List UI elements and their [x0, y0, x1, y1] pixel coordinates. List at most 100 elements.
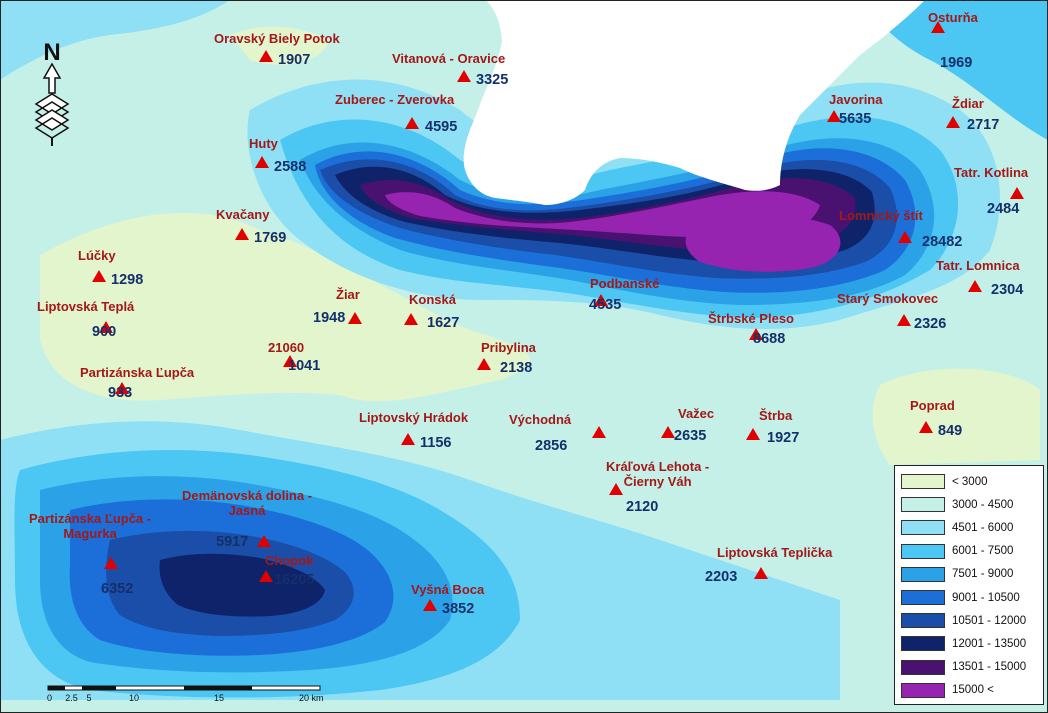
triangle-marker-icon: [946, 116, 960, 128]
legend-swatch: [901, 497, 945, 513]
station-value: 8688: [753, 331, 786, 347]
scale-tick-label: 10: [129, 693, 140, 703]
triangle-marker-icon: [404, 313, 418, 325]
station-name: Konská: [409, 292, 456, 307]
triangle-marker-icon: [92, 270, 106, 282]
triangle-marker-icon: [99, 321, 113, 333]
station-value: 5635: [839, 111, 872, 127]
station-name: Chopok: [265, 553, 314, 568]
station-value: 1627: [427, 315, 460, 331]
station-value: 2856: [535, 438, 568, 454]
triangle-marker-icon: [259, 50, 273, 62]
legend-swatch: [901, 613, 945, 629]
station-value: 1969: [940, 55, 973, 71]
station-value: 1298: [111, 272, 144, 288]
triangle-marker-icon: [749, 328, 763, 340]
legend-item: 13501 - 15000: [901, 656, 1037, 679]
station-value: 933: [108, 385, 133, 401]
triangle-marker-icon: [754, 567, 768, 579]
triangle-marker-icon: [423, 599, 437, 611]
station-name: Podbanské: [590, 276, 660, 291]
triangle-marker-icon: [1010, 187, 1024, 199]
triangle-marker-icon: [283, 355, 297, 367]
legend-label: 3000 - 4500: [952, 498, 1014, 511]
legend-swatch: [901, 636, 945, 652]
triangle-marker-icon: [746, 428, 760, 440]
triangle-marker-icon: [827, 110, 841, 122]
station-value: 1907: [278, 52, 311, 68]
triangle-marker-icon: [609, 483, 623, 495]
station-value: 5917: [216, 534, 249, 550]
legend-label: 15000 <: [952, 684, 994, 697]
legend-swatch: [901, 474, 945, 490]
legend-item: 9001 - 10500: [901, 586, 1037, 609]
station-name: Vyšná Boca: [411, 582, 485, 597]
legend-item: 6001 - 7500: [901, 540, 1037, 563]
station-name: Poprad: [910, 398, 955, 413]
station-value: 2304: [991, 282, 1024, 298]
station-value: 1769: [254, 230, 287, 246]
station-name: Tatr. Lomnica: [936, 258, 1020, 273]
scale-tick-label: 15: [214, 693, 225, 703]
legend-label: 7501 - 9000: [952, 568, 1014, 581]
station-name: Demänovská dolina -Jasná: [182, 488, 313, 518]
triangle-marker-icon: [897, 314, 911, 326]
legend-swatch: [901, 520, 945, 536]
station-name: Štrba: [759, 408, 793, 423]
station-name: Partizánska Ľupča: [80, 365, 195, 380]
legend-label: 4501 - 6000: [952, 521, 1014, 534]
station-name: Východná: [509, 412, 572, 427]
station-value: 900: [92, 324, 117, 340]
station-name: Javorina: [829, 92, 883, 107]
station-name: Važec: [678, 406, 715, 421]
legend-swatch: [901, 543, 945, 559]
legend-label: 9001 - 10500: [952, 591, 1020, 604]
station-value: 2326: [914, 316, 947, 332]
station-value: 849: [938, 423, 963, 439]
station-name: Žiar: [336, 287, 360, 302]
station-name: Liptovská Teplá: [37, 299, 135, 314]
triangle-marker-icon: [594, 294, 608, 306]
triangle-marker-icon: [348, 312, 362, 324]
station-value: 4595: [425, 119, 458, 135]
legend-item: 12001 - 13500: [901, 632, 1037, 655]
station-value: 2484: [987, 201, 1020, 217]
triangle-marker-icon: [257, 535, 271, 547]
triangle-marker-icon: [661, 426, 675, 438]
triangle-marker-icon: [592, 426, 606, 438]
legend-item: 4501 - 6000: [901, 516, 1037, 539]
legend-swatch: [901, 590, 945, 606]
station-name: Lomnický štít: [839, 208, 923, 223]
legend-swatch: [901, 566, 945, 582]
legend-label: 10501 - 12000: [952, 614, 1027, 627]
triangle-marker-icon: [259, 570, 273, 582]
station-name: Oravský Biely Potok: [214, 31, 340, 46]
station-name: Liptovská Teplička: [717, 545, 833, 560]
station-name: Liptovský Hrádok: [359, 410, 469, 425]
triangle-marker-icon: [968, 280, 982, 292]
triangle-marker-icon: [919, 421, 933, 433]
station-value: 1156: [420, 435, 452, 451]
scale-tick-label: 20 km: [299, 693, 324, 703]
triangle-marker-icon: [104, 557, 118, 569]
station-value: 2120: [626, 499, 659, 515]
legend-label: 6001 - 7500: [952, 545, 1014, 558]
legend-item: 3000 - 4500: [901, 493, 1037, 516]
station-value: 1041: [288, 358, 321, 374]
triangle-marker-icon: [898, 231, 912, 243]
triangle-marker-icon: [457, 70, 471, 82]
north-arrow: N: [30, 38, 74, 153]
triangle-marker-icon: [115, 382, 129, 394]
legend-swatch: [901, 682, 945, 698]
triangle-marker-icon: [235, 228, 249, 240]
station-name: Ždiar: [952, 96, 984, 111]
triangle-marker-icon: [405, 117, 419, 129]
station-name: Tatr. Kotlina: [954, 165, 1029, 180]
station-value: 3852: [442, 601, 475, 617]
station-name: Partizánska Ľupča -Magurka: [29, 511, 152, 541]
station-value: 1948: [313, 310, 346, 326]
